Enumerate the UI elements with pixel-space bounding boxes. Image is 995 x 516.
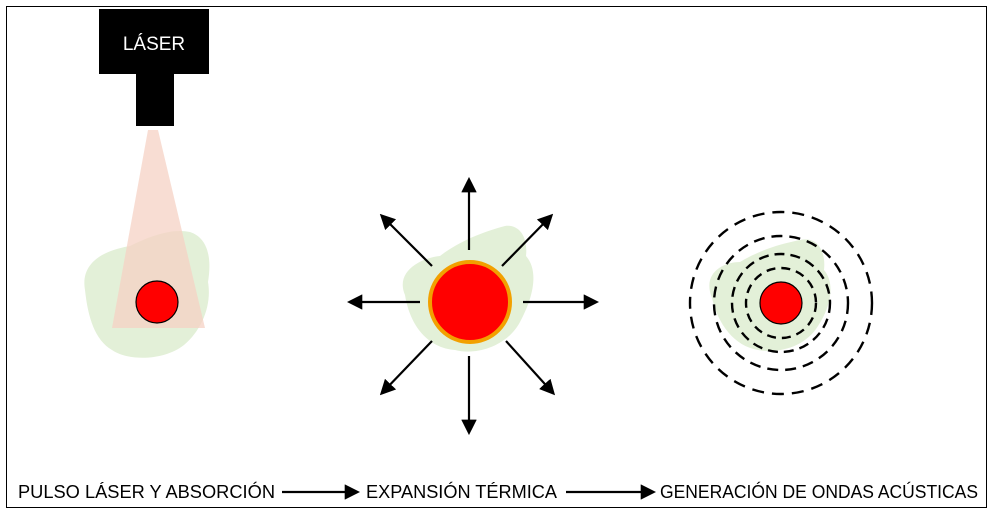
wave-ring-2 — [730, 252, 832, 354]
laser-body — [99, 9, 209, 74]
step-label-1: PULSO LÁSER Y ABSORCIÓN — [18, 481, 275, 502]
step-label-3: GENERACIÓN DE ONDAS ACÚSTICAS — [660, 481, 978, 502]
step-label-2: EXPANSIÓN TÉRMICA — [366, 481, 557, 502]
arrow-down-left — [379, 340, 433, 396]
wave-ring-4 — [688, 210, 874, 396]
arrow-up-left — [379, 213, 433, 267]
expansion-arrows — [346, 176, 600, 436]
laser-label: LÁSER — [123, 34, 185, 55]
panel-laser-absorption: LÁSER — [84, 9, 210, 358]
arrow-up-right — [501, 213, 554, 267]
laser-nozzle — [136, 74, 174, 126]
absorber-2 — [428, 260, 512, 344]
process-flow: PULSO LÁSER Y ABSORCIÓN EXPANSIÓN TÉRMIC… — [18, 481, 978, 502]
absorber-1 — [135, 280, 179, 324]
arrow-down-right — [505, 340, 556, 396]
acoustic-waves — [688, 210, 874, 396]
laser-beam — [112, 130, 205, 328]
wave-ring-1 — [744, 266, 818, 340]
absorber-3 — [759, 281, 803, 325]
wave-ring-3 — [712, 234, 850, 372]
panel-acoustic-waves — [688, 210, 874, 396]
panel-thermal-expansion — [346, 176, 600, 436]
